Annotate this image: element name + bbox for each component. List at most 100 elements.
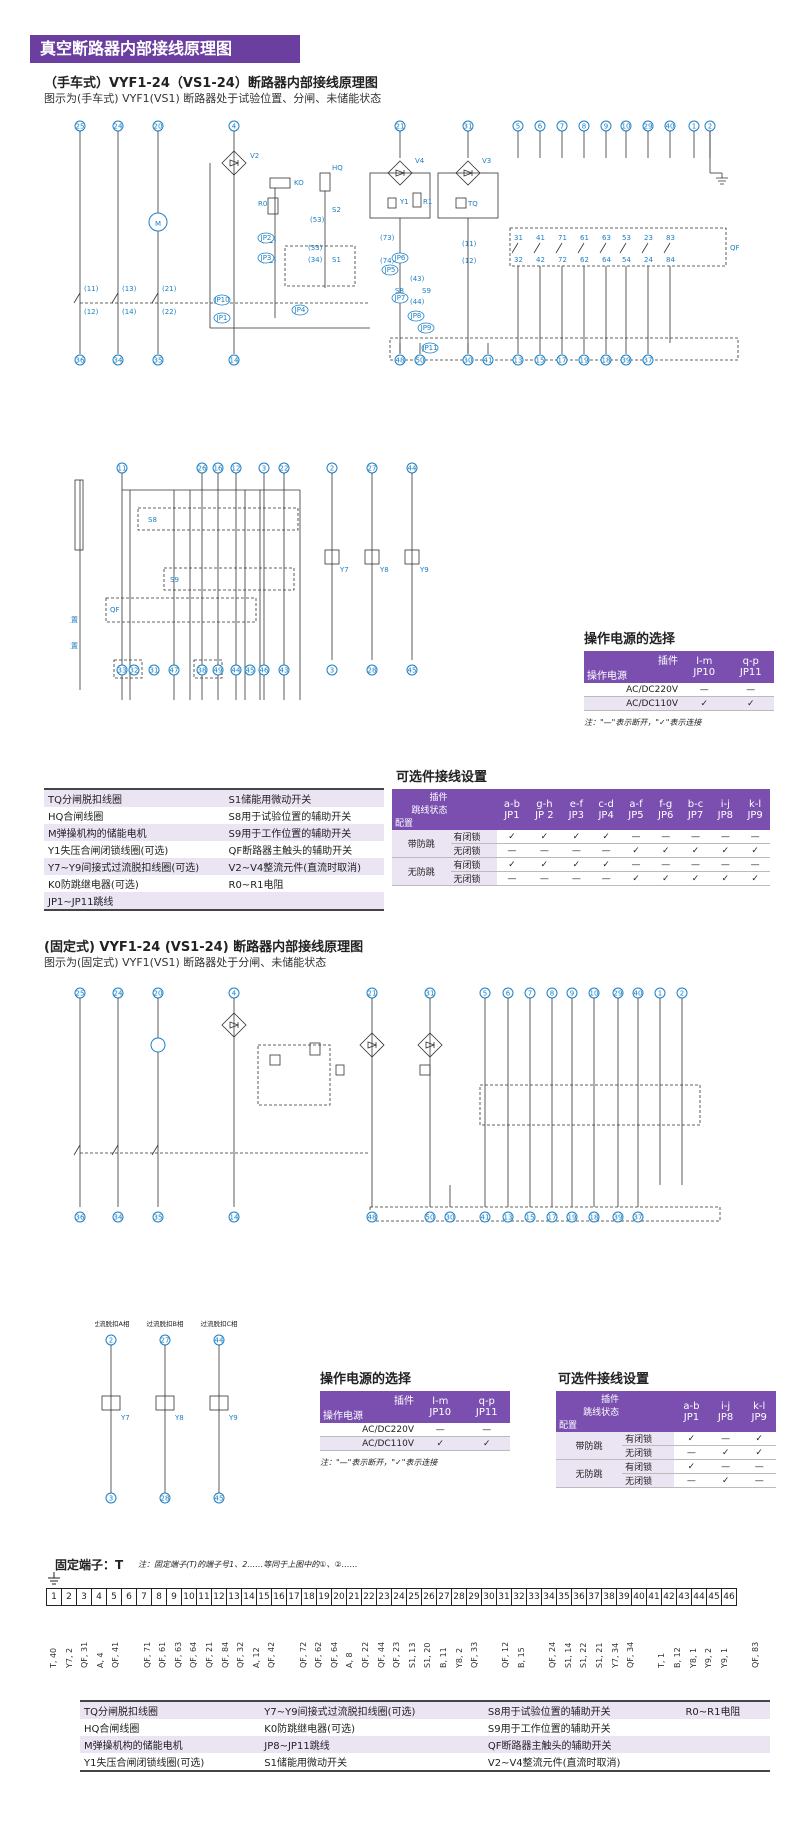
terminal-label: 31 (150, 667, 159, 675)
component-label: 71 (558, 234, 567, 242)
terminal-strip-label: S1, 13 (407, 1642, 417, 1668)
ko-dashed-box (257, 1044, 331, 1106)
terminal-circle (394, 354, 406, 366)
terminal-label: 8 (550, 990, 554, 998)
terminal-label: 10 (622, 123, 631, 131)
terminal-cell: 42 (661, 1588, 677, 1606)
terminal-label: 12 (232, 465, 241, 473)
terminal-strip-label: QF, 42 (267, 1641, 277, 1668)
opt-table-cell: — (708, 1459, 743, 1474)
opt-sub-label: 无闭锁 (450, 843, 497, 858)
jumper-label: JP1 (216, 314, 228, 322)
opt-table-row: 无闭锁—✓— (556, 1473, 776, 1488)
terminal-cell: 17 (286, 1588, 302, 1606)
terminal-circle (212, 664, 224, 676)
terminal-circle (112, 1211, 124, 1223)
coil-label: Y8 (174, 1414, 184, 1422)
terminal-label: 48 (368, 1214, 377, 1222)
opt-table-row: 无防跳有闭锁✓✓✓✓————— (392, 857, 770, 886)
terminal-label: 40 (666, 123, 675, 131)
terminal-circle (105, 1492, 117, 1504)
jumper-label: JP9 (420, 324, 432, 332)
opt-table-cell: — (740, 830, 770, 844)
terminal-strip-label: QF, 64 (189, 1641, 199, 1668)
terminal-circle (168, 664, 180, 676)
jumper-marker (257, 252, 275, 264)
opt-table-cell: — (650, 830, 681, 844)
legend-cell: S8用于试验位置的辅助开关 (487, 1707, 611, 1718)
ground-icon (716, 177, 728, 185)
terminal-circle (228, 1211, 240, 1223)
jumper-marker (257, 232, 275, 244)
terminal-label: 5 (483, 990, 487, 998)
s8-label: S8 (148, 516, 157, 524)
terminal-circle (228, 354, 240, 366)
terminal-label: 45 (408, 667, 417, 675)
power-table-cell: — (727, 683, 774, 697)
terminal-label: 11 (118, 465, 127, 473)
opt-table-cell: ✓ (561, 857, 592, 872)
jumper-label: JP11 (421, 344, 437, 352)
terminal-label: 39 (622, 357, 631, 365)
power-table-row: AC/DC220V—— (584, 683, 774, 697)
terminal-label: 3 (330, 667, 334, 675)
terminal-label: 50 (416, 357, 425, 365)
terminal-label: 41 (484, 357, 493, 365)
opt-table-row: 无闭锁—✓✓ (556, 1445, 776, 1460)
terminal-strip-label: T, 1 (657, 1652, 667, 1668)
terminal-label: 17 (548, 1214, 557, 1222)
switch-contact (663, 242, 671, 254)
v2-label: V2 (250, 152, 259, 160)
terminal-label: 1 (692, 123, 696, 131)
opt-table-cell: ✓ (674, 1432, 709, 1446)
terminal-cell: 20 (331, 1588, 347, 1606)
circuit-caption: 电机回路 (145, 985, 172, 986)
terminal-label: 31 (426, 990, 435, 998)
hq-coil (319, 172, 331, 192)
opt-table-cell: ✓ (680, 843, 711, 858)
overcurrent-coil (364, 549, 380, 565)
legend-cell: JP8~JP11跳线 (264, 1741, 330, 1752)
overcurrent-coil (101, 1395, 121, 1411)
terminal-label: 24 (114, 990, 123, 998)
terminal-strip-label: S1, 21 (595, 1642, 604, 1668)
terminal-cell: 1 (46, 1588, 62, 1606)
overcurrent-coil (209, 1395, 229, 1411)
terminal-strip-label: B, 15 (517, 1647, 526, 1668)
legend-row: K0防跳继电器(可选)R0~R1电阻 (44, 875, 384, 892)
opt-table-cell: ✓ (621, 871, 651, 886)
legend-cell: M弹操机构的储能电机 (84, 1741, 183, 1752)
terminal-label: 7 (560, 123, 564, 131)
terminal-cell: 11 (196, 1588, 212, 1606)
terminal-label: 5 (516, 123, 520, 131)
legend-cell: S8用于试验位置的辅助开关 (228, 812, 352, 823)
opt-table-cell: ✓ (650, 843, 681, 858)
terminal-strip-label: QF, 23 (392, 1641, 402, 1668)
jumper-marker (381, 264, 399, 276)
legend-cell: S9用于工作位置的辅助开关 (228, 829, 352, 840)
y1-coil (335, 1064, 345, 1076)
terminal-cell: 13 (226, 1588, 242, 1606)
legend-cell: QF断路器主触头的辅助开关 (487, 1741, 612, 1752)
legend-cell: K0防跳继电器(可选) (264, 1724, 355, 1735)
terminal-cell: 32 (511, 1588, 527, 1606)
terminal-circle (556, 354, 568, 366)
jumper-label: JP10 (213, 296, 229, 304)
terminal-cell: 25 (406, 1588, 422, 1606)
terminal-circle (642, 354, 654, 366)
component-label: (74) (380, 257, 395, 265)
opt-sub-label: 无闭锁 (622, 1445, 675, 1460)
legend-row: M弹操机构的储能电机 JP8~JP11跳线 QF断路器主触头的辅助开关 (80, 1736, 770, 1753)
power-source-label: AC/DC220V (320, 1423, 418, 1437)
terminal-circle (502, 1211, 514, 1223)
power-table-corner: 插件操作电源 (320, 1391, 418, 1423)
